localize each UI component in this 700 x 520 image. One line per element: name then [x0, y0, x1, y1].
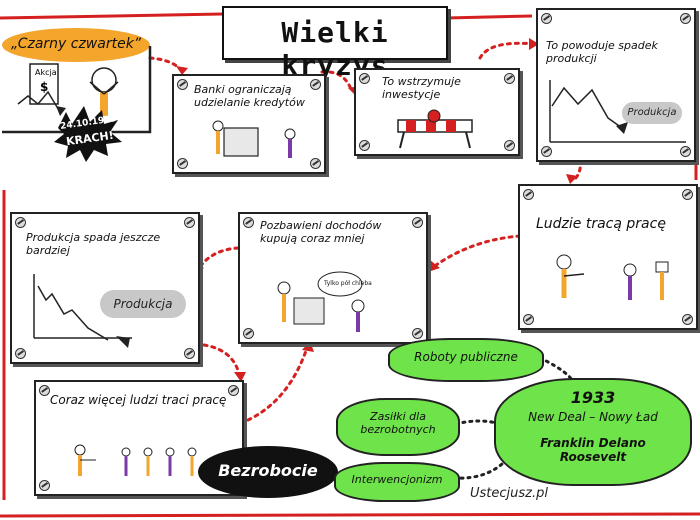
- bank-clerk-illustration: [212, 120, 296, 158]
- screw-icon: [310, 79, 321, 90]
- panel-people-lose-jobs: Ludzie tracą pracę: [518, 184, 698, 330]
- public-works-label: Roboty publiczne: [414, 350, 518, 364]
- screw-icon: [15, 348, 26, 359]
- screw-icon: [39, 480, 50, 491]
- screw-icon: [177, 79, 188, 90]
- screw-icon: [523, 189, 534, 200]
- panel-banks: Banki ograniczają udzielanie kredytów: [172, 74, 326, 174]
- panel-investment-text: To wstrzymuje inwestycje: [382, 75, 461, 101]
- screw-icon: [504, 73, 515, 84]
- screw-icon: [184, 217, 195, 228]
- screw-icon: [682, 314, 693, 325]
- screw-icon: [228, 385, 239, 396]
- new-deal-name: New Deal – Nowy Ład: [528, 410, 658, 424]
- interventionism-label: Interwencjonizm: [351, 473, 443, 486]
- black-thursday-label: „Czarny czwartek”: [10, 36, 142, 52]
- production-label-1-text: Produkcja: [627, 107, 677, 118]
- new-deal-cloud: 1933 New Deal – Nowy Ład Franklin Delano…: [494, 378, 692, 486]
- panel-banks-text: Banki ograniczają udzielanie kredytów: [194, 83, 305, 109]
- production-label-1: Produkcja: [622, 102, 682, 124]
- screw-icon: [243, 328, 254, 339]
- screw-icon: [680, 146, 691, 157]
- credit-text: Ustecjusz.pl: [470, 486, 548, 501]
- crowd-fired-illustration: [74, 444, 197, 476]
- screw-icon: [243, 217, 254, 228]
- screw-icon: [15, 217, 26, 228]
- panel-production-drop: To powoduje spadek produkcji Produkcja: [536, 8, 696, 162]
- new-deal-president: Franklin Delano Roosevelt: [540, 436, 646, 464]
- title-box: Wielki kryzys: [222, 6, 448, 82]
- screw-icon: [39, 385, 50, 396]
- screw-icon: [680, 13, 691, 24]
- declining-chart-icon: [549, 80, 686, 143]
- panel-production-falls-more: Produkcja spada jeszcze bardziej Produkc…: [10, 212, 200, 364]
- screw-icon: [523, 314, 534, 325]
- boss-firing-illustration: [556, 254, 669, 300]
- screw-icon: [177, 158, 188, 169]
- benefits-label: Zasiłki dla bezrobotnych: [360, 410, 436, 436]
- panel-less-income: Pozbawieni dochodów kupują coraz mniej T…: [238, 212, 428, 344]
- production-label-2-text: Produkcja: [113, 297, 173, 311]
- new-deal-year: 1933: [570, 388, 616, 407]
- interventionism-cloud: Interwencjonizm: [334, 462, 460, 502]
- panel-investment: To wstrzymuje inwestycje: [354, 68, 520, 156]
- screw-icon: [412, 328, 423, 339]
- panel-more-lose-jobs-text: Coraz więcej ludzi traci pracę: [50, 393, 227, 407]
- panel-production-falls-more-text: Produkcja spada jeszcze bardziej: [26, 231, 161, 257]
- screw-icon: [184, 348, 195, 359]
- screw-icon: [359, 73, 370, 84]
- screw-icon: [541, 13, 552, 24]
- falling-chart-icon: [33, 274, 132, 348]
- stock-label: Akcja: [35, 68, 57, 77]
- panel-less-income-text: Pozbawieni dochodów kupują coraz mniej: [260, 219, 382, 245]
- production-label-2: Produkcja: [100, 290, 186, 318]
- screw-icon: [359, 140, 370, 151]
- panel-people-lose-jobs-text: Ludzie tracą pracę: [536, 216, 666, 232]
- screw-icon: [541, 146, 552, 157]
- shop-illustration: [277, 271, 365, 332]
- unemployment-badge: Bezrobocie: [198, 446, 338, 498]
- speech-bubble-text: Tylko pół chleba: [324, 280, 372, 287]
- screw-icon: [412, 217, 423, 228]
- black-thursday-badge: „Czarny czwartek”: [2, 28, 150, 62]
- screw-icon: [310, 158, 321, 169]
- unemployment-label: Bezrobocie: [218, 461, 318, 480]
- barrier-icon: [397, 109, 473, 149]
- panel-production-drop-text: To powoduje spadek produkcji: [546, 39, 658, 65]
- benefits-cloud: Zasiłki dla bezrobotnych: [336, 398, 460, 456]
- dollar-sign: $: [40, 80, 49, 94]
- screw-icon: [682, 189, 693, 200]
- public-works-cloud: Roboty publiczne: [388, 338, 544, 382]
- screw-icon: [504, 140, 515, 151]
